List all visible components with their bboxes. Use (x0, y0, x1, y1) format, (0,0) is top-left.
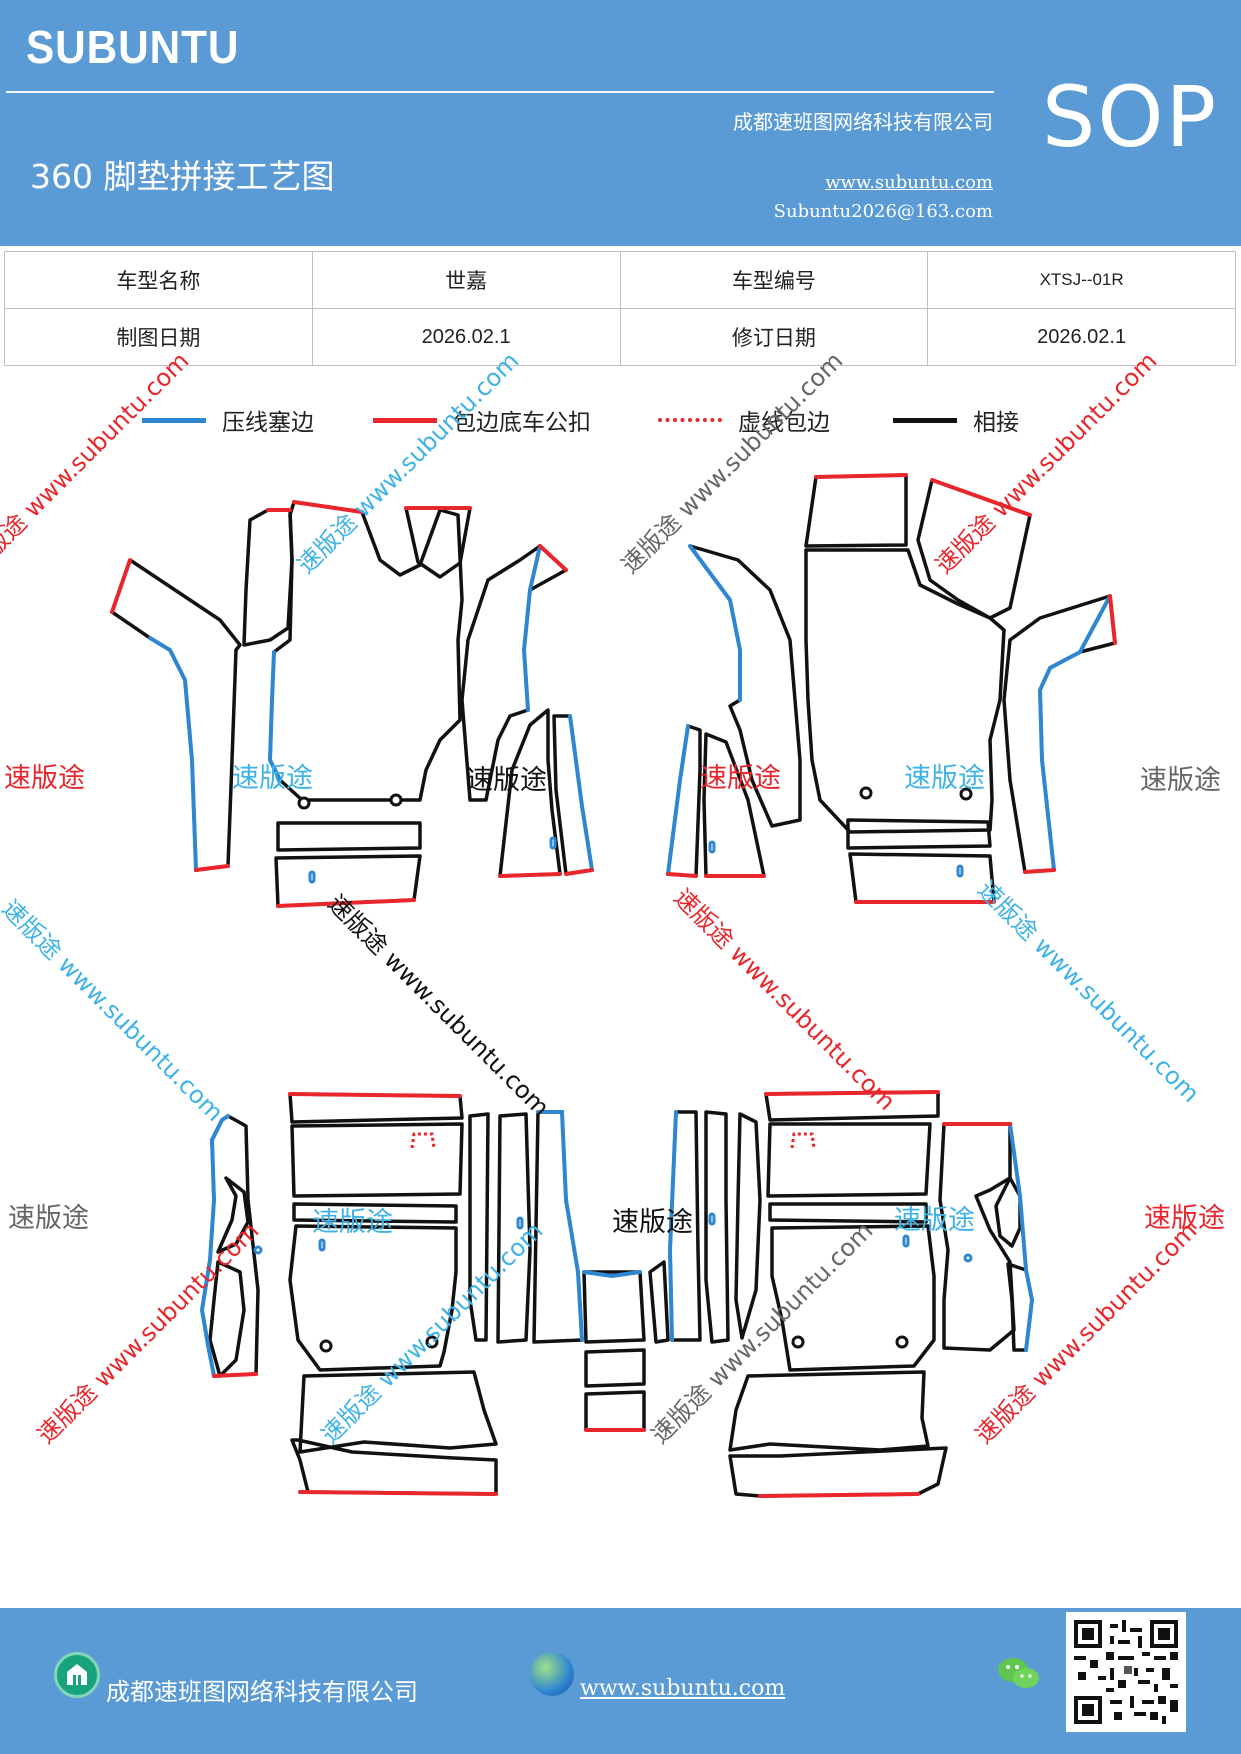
mat-piece (288, 1092, 464, 1124)
home-icon (54, 1652, 100, 1698)
mat-group-bottom-center (582, 1270, 646, 1432)
model-name-label: 车型名称 (4, 251, 313, 309)
mat-piece (804, 473, 908, 548)
footer-company: 成都速班图网络科技有限公司 (106, 1678, 418, 1706)
globe-icon (530, 1652, 574, 1696)
mat-group-bottom-right (648, 1090, 1034, 1498)
legend-swatch (373, 417, 437, 423)
legend-swatch (142, 417, 206, 423)
watermark-label: 速版途 (8, 1203, 89, 1234)
mat-piece (648, 1260, 670, 1344)
mat-piece (496, 1112, 532, 1344)
table-row: 车型名称 世嘉 车型编号 XTSJ--01R (4, 251, 1236, 309)
table-row: 制图日期 2026.02.1 修订日期 2026.02.1 (4, 308, 1236, 366)
mat-piece (584, 1390, 646, 1432)
watermark-label: 速版途 (1140, 765, 1221, 796)
page-title: 360 脚垫拼接工艺图 (30, 157, 335, 196)
contact-email[interactable]: Subuntu2026@163.com (773, 201, 993, 222)
mat-piece (290, 1122, 464, 1198)
draw-date-value: 2026.02.1 (311, 308, 621, 366)
mat-piece (216, 1176, 250, 1254)
mat-piece (298, 1370, 498, 1454)
wechat-icon (996, 1654, 1042, 1694)
draw-date-label: 制图日期 (4, 308, 313, 366)
watermark-label: 速版途 (904, 763, 985, 794)
mat-piece (242, 508, 294, 647)
header-divider (6, 91, 994, 93)
watermark-label: 速版途 (894, 1205, 975, 1236)
legend-swatch (658, 418, 722, 422)
legend-item-edge: 包边底车公扣 (373, 400, 591, 440)
mat-piece (770, 1224, 936, 1372)
press-slots (253, 836, 973, 1263)
mat-piece (804, 548, 1006, 834)
watermark-label: 速版途 (700, 763, 781, 794)
binding-edges (110, 473, 1117, 1498)
sop-badge: SOP (1042, 68, 1219, 166)
mat-piece (532, 1110, 584, 1344)
mat-piece (290, 1438, 498, 1496)
revise-date-label: 修订日期 (619, 308, 929, 366)
mat-piece (766, 1122, 932, 1198)
watermark-label: 速版途 (4, 763, 85, 794)
model-name-value: 世嘉 (311, 251, 621, 309)
header-banner: SUBUNTU 成都速班图网络科技有限公司 360 脚垫拼接工艺图 www.su… (0, 0, 1241, 246)
mat-pieces-svg (110, 473, 1117, 1498)
footer-banner: 成都速班图网络科技有限公司 www.subuntu.com (0, 1608, 1241, 1754)
mat-piece (1002, 594, 1117, 874)
website-link[interactable]: www.subuntu.com (825, 172, 993, 193)
legend-item-press: 压线塞边 (142, 400, 314, 440)
mat-piece (582, 1270, 646, 1344)
watermark-label: 速版途 (232, 763, 313, 794)
mat-piece (268, 500, 464, 802)
legend-label: 虚线包边 (738, 410, 830, 436)
watermark-label: 速版途 (466, 765, 547, 796)
legend-label: 相接 (973, 410, 1019, 436)
model-code-value: XTSJ--01R (927, 251, 1236, 309)
dotted-edge-marks (410, 1132, 816, 1149)
legend-item-joint: 相接 (893, 400, 1019, 440)
mat-piece (704, 1110, 730, 1344)
mat-piece (728, 1446, 948, 1498)
revise-date-value: 2026.02.1 (927, 308, 1236, 366)
mat-piece (768, 1202, 928, 1224)
mat-diagram: 速版途 速版途 速版途 速版途 速版途 速版途 速版途 速版途 速版途 速版途 … (0, 347, 1241, 1600)
mat-group-bottom-left (200, 1092, 584, 1496)
watermark-label: 速版途 (612, 1207, 693, 1238)
mat-piece (764, 1090, 940, 1122)
qr-code (1066, 1612, 1186, 1732)
model-code-label: 车型编号 (619, 251, 929, 309)
mat-piece (994, 1176, 1022, 1248)
mat-group-top-left (110, 500, 594, 908)
clip-holes (297, 786, 973, 1353)
mat-piece (728, 1370, 930, 1452)
mat-piece (276, 821, 422, 852)
mat-piece (846, 818, 992, 850)
company-name: 成都速班图网络科技有限公司 (733, 110, 993, 134)
press-edges (148, 544, 1112, 1378)
legend-swatch (893, 417, 957, 423)
mat-piece (208, 1260, 246, 1378)
legend-label: 压线塞边 (222, 410, 314, 436)
legend-item-dotted: 虚线包边 (658, 400, 830, 440)
legend: 压线塞边 包边底车公扣 虚线包边 相接 (0, 400, 1241, 440)
mat-piece (734, 1112, 762, 1340)
footer-website-link[interactable]: www.subuntu.com (580, 1676, 786, 1701)
mat-piece (584, 1348, 646, 1388)
legend-label: 包边底车公扣 (453, 410, 591, 436)
mat-piece (916, 478, 1032, 620)
watermark-label: 速版途 (1144, 1203, 1225, 1234)
mat-piece (292, 1202, 458, 1224)
mat-piece (110, 558, 242, 872)
brand-logo: SUBUNTU (26, 21, 240, 73)
mat-group-top-right (666, 473, 1117, 904)
info-table: 车型名称 世嘉 车型编号 XTSJ--01R 制图日期 2026.02.1 修订… (4, 251, 1236, 366)
watermark-label: 速版途 (312, 1207, 393, 1238)
mat-piece (468, 1112, 490, 1342)
mat-piece (288, 1224, 458, 1372)
